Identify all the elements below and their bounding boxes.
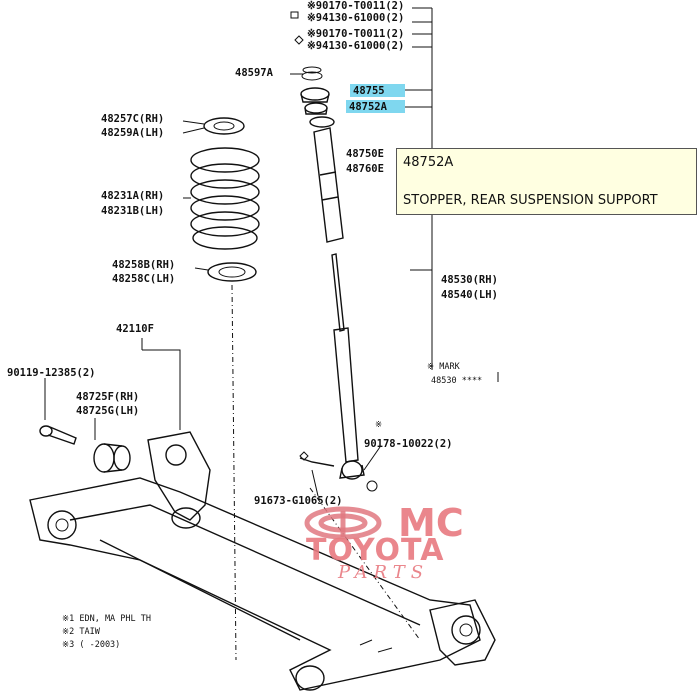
- watermark-parts: PARTS: [337, 562, 429, 583]
- coil-spring: [190, 147, 260, 250]
- watermark-logo: [304, 506, 382, 540]
- tooltip-part-code: 48752A: [403, 155, 454, 170]
- shock-absorber: [299, 127, 378, 492]
- label-48597a: 48597A: [235, 67, 274, 79]
- label-note2: ※2 TAIW: [62, 627, 101, 637]
- highlight-48752: [346, 100, 405, 113]
- lead-42110: [141, 338, 181, 430]
- tooltip-part-name: STOPPER, REAR SUSPENSION SUPPORT: [403, 193, 658, 208]
- label-note1: ※1 EDN, MA PHL TH: [62, 614, 151, 624]
- label-48530: 48530(RH): [441, 274, 498, 286]
- bolt-90119: [39, 425, 77, 445]
- label-90178: 90178-10022(2): [364, 438, 453, 450]
- label-note-star: ※: [375, 420, 382, 430]
- lead-48257: [182, 120, 205, 134]
- spring-centerline: [231, 284, 237, 661]
- lead-91673: [311, 469, 319, 497]
- watermark-mc: MC: [398, 501, 464, 545]
- label-48760e: 48760E: [346, 163, 384, 175]
- spring-seat-lower: [207, 262, 257, 282]
- label-mark: ※ MARK: [427, 362, 461, 372]
- rear-axle-beam: [29, 431, 496, 691]
- label-48750e: 48750E: [346, 148, 384, 160]
- label-48725g: 48725G(LH): [76, 405, 139, 417]
- part-tooltip: 48752A STOPPER, REAR SUSPENSION SUPPORT: [396, 148, 697, 215]
- label-top2b: ※94130-61000(2): [307, 40, 404, 52]
- rear-suspension-support: [300, 87, 335, 128]
- top-nut-parts: [290, 11, 323, 81]
- highlight-48755: [350, 84, 405, 97]
- label-48752a: 48752A: [349, 101, 388, 113]
- watermark-toyota: TOYOTA: [306, 533, 444, 568]
- label-42110f: 42110F: [116, 323, 154, 335]
- label-48258b: 48258B(RH): [112, 259, 175, 271]
- label-91673: 91673-G1065(2): [254, 495, 343, 507]
- label-top1a: ※90170-T0011(2): [307, 0, 404, 12]
- label-mark-code: 48530 ****: [431, 376, 482, 386]
- label-note3: ※3 ( -2003): [62, 640, 120, 650]
- label-top1b: ※94130-61000(2): [307, 12, 404, 24]
- label-48725f: 48725F(RH): [76, 391, 139, 403]
- label-48755: 48755: [353, 85, 385, 97]
- label-48231b: 48231B(LH): [101, 205, 164, 217]
- label-48540: 48540(LH): [441, 289, 498, 301]
- lead-48258: [194, 267, 209, 271]
- label-top2a: ※90170-T0011(2): [307, 28, 404, 40]
- label-48257c: 48257C(RH): [101, 113, 164, 125]
- spring-seat-upper: [203, 117, 245, 135]
- label-90119: 90119-12385(2): [7, 367, 96, 379]
- label-48258c: 48258C(LH): [112, 273, 175, 285]
- bushing-48725: [93, 443, 131, 473]
- lead-90178: [363, 446, 381, 471]
- part-labels: ※90170-T0011(2) ※94130-61000(2) ※90170-T…: [7, 0, 498, 650]
- label-48231a: 48231A(RH): [101, 190, 164, 202]
- shock-centerline: [309, 487, 421, 641]
- label-48259a: 48259A(LH): [101, 127, 164, 139]
